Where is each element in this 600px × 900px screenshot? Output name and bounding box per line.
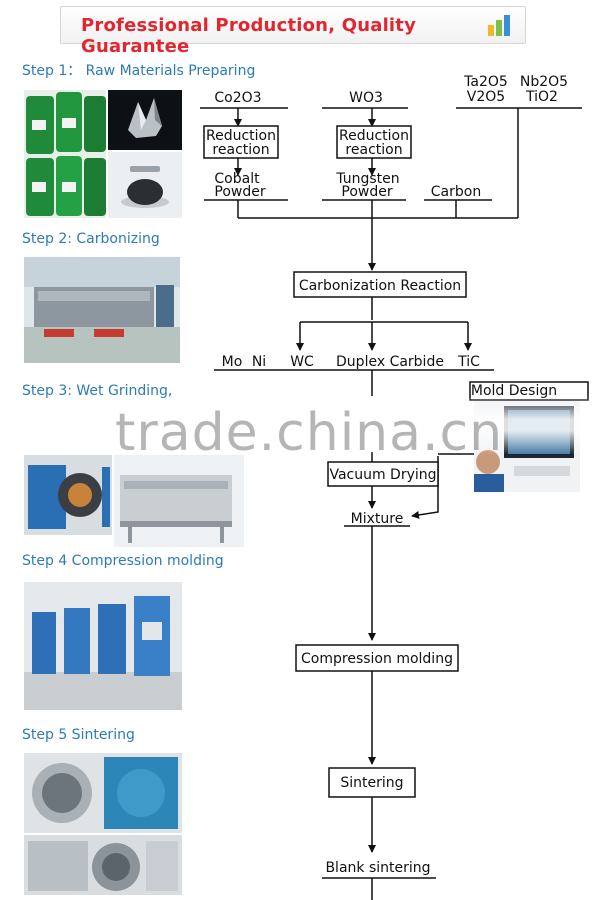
mixture-label: Mixture (351, 511, 404, 527)
drying-equipment-photo (114, 455, 244, 547)
tio2-label: TiO2 (525, 89, 558, 105)
wc-label: WC (290, 354, 314, 370)
banner-title: Professional Production, Quality Guarant… (81, 15, 417, 57)
sintering-label: Sintering (340, 775, 403, 791)
watermark-band (0, 396, 600, 454)
compression-press-photo (24, 582, 182, 710)
duplex-carbide-label: Duplex Carbide (336, 354, 444, 370)
raw-material-barrels-photo (24, 90, 106, 218)
reduction-reaction-1-line1: Reduction (206, 128, 276, 144)
reduction-reaction-2-line1: Reduction (339, 128, 409, 144)
nb2o5-label: Nb2O5 (520, 74, 568, 90)
wo3-label: WO3 (349, 90, 383, 106)
ore-crystal-photo (108, 90, 182, 150)
carbonization-reaction-label: Carbonization Reaction (299, 278, 461, 294)
step-2-title: Step 2: Carbonizing (22, 231, 160, 247)
ta2o5-label: Ta2O5 (463, 74, 508, 90)
v2o5-label: V2O5 (467, 89, 505, 105)
sintering-furnace-2-photo (24, 835, 182, 895)
grinding-machine-photo (24, 455, 112, 535)
step-5-title: Step 5 Sintering (22, 727, 135, 743)
tungsten-label-line1: Tungsten (335, 171, 399, 187)
mold-design-label: Mold Design (471, 383, 557, 399)
step-1-title: Step 1： Raw Materials Preparing (22, 63, 256, 79)
powder-sample-photo (108, 152, 182, 218)
header-banner: Professional Production, Quality Guarant… (60, 6, 526, 57)
tungsten-label-line2: Powder (341, 184, 392, 200)
reduction-reaction-1-line2: reaction (212, 142, 269, 158)
cobalt-label-line2: Powder (214, 184, 265, 200)
carbonizing-furnace-photo (24, 257, 180, 363)
carbon-label: Carbon (431, 184, 481, 200)
step-3-title: Step 3: Wet Grinding, (22, 383, 173, 399)
tic-label: TiC (457, 354, 480, 370)
bar-chart-icon (488, 15, 510, 36)
watermark-text: trade.china.cn (115, 403, 504, 463)
blank-sintering-label: Blank sintering (325, 860, 430, 876)
cobalt-label-line1: Cobalt (214, 171, 260, 187)
sintering-furnace-photo (24, 753, 182, 833)
step-4-title: Step 4 Compression molding (22, 553, 224, 569)
co2o3-label: Co2O3 (214, 90, 261, 106)
reduction-reaction-2-line2: reaction (345, 142, 402, 158)
ni-label: Ni (252, 354, 266, 370)
vacuum-drying-label: Vacuum Drying (329, 467, 436, 483)
mo-label: Mo (222, 354, 243, 370)
compression-molding-label: Compression molding (301, 651, 453, 667)
